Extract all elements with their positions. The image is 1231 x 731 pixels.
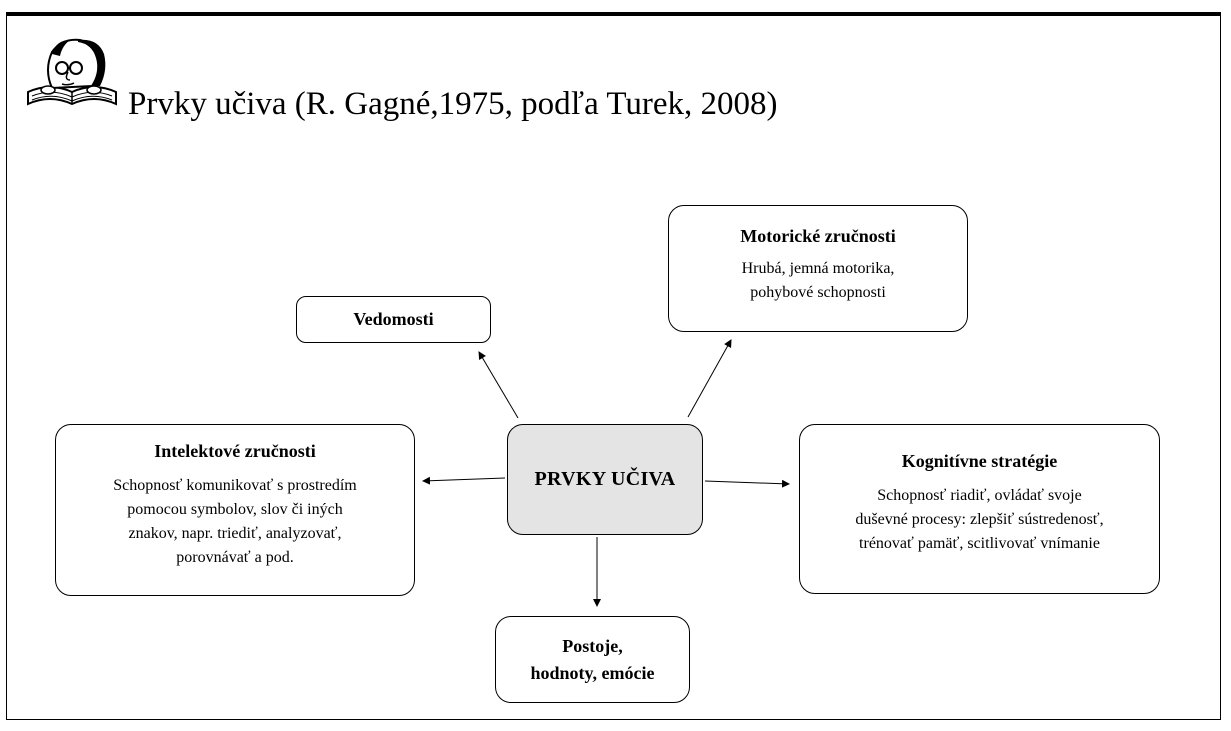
intelektove-text: Schopnosť komunikovať s prostredím pomoc…	[56, 474, 414, 570]
center-node: PRVKY UČIVA	[507, 424, 703, 535]
intelektove-text-line: pomocou symbolov, slov či iných	[127, 501, 343, 518]
postoje-title-line: hodnoty, emócie	[530, 662, 655, 683]
postoje-node: Postoje, hodnoty, emócie	[495, 616, 690, 703]
page-title: Prvky učiva (R. Gagné,1975, podľa Turek,…	[128, 86, 778, 122]
motoricke-text: Hrubá, jemná motorika, pohybové schopnos…	[669, 257, 967, 305]
reading-man-icon	[27, 38, 117, 106]
postoje-title: Postoje, hodnoty, emócie	[531, 633, 655, 687]
motoricke-title: Motorické zručnosti	[740, 226, 896, 246]
edge-to-vedomosti	[478, 351, 519, 419]
kognitivne-text-line: trénovať pamäť, scitlivovať vnímanie	[859, 535, 1100, 552]
kognitivne-node: Kognitívne stratégie Schopnosť riadiť, o…	[799, 424, 1160, 594]
intelektove-text-line: znakov, napr. triediť, analyzovať,	[128, 525, 342, 542]
vedomosti-node: Vedomosti	[296, 296, 491, 343]
edge-to-motoricke	[687, 339, 732, 418]
intelektove-title: Intelektové zručnosti	[154, 441, 316, 461]
intelektove-text-line: Schopnosť komunikovať s prostredím	[113, 477, 357, 494]
motoricke-text-line: Hrubá, jemná motorika,	[741, 260, 895, 277]
edge-to-intelektove	[422, 476, 506, 485]
edge-to-kognitivne	[704, 479, 790, 488]
intelektove-text-line: porovnávať a pod.	[176, 549, 294, 566]
center-node-title: PRVKY UČIVA	[534, 468, 676, 490]
intelektove-node: Intelektové zručnosti Schopnosť komuniko…	[55, 424, 415, 596]
page-frame	[6, 12, 1221, 720]
kognitivne-title: Kognitívne stratégie	[901, 451, 1058, 471]
kognitivne-text-line: duševné procesy: zlepšiť sústredenosť,	[855, 511, 1104, 528]
kognitivne-text-line: Schopnosť riadiť, ovládať svoje	[877, 487, 1082, 504]
vedomosti-title: Vedomosti	[353, 309, 434, 329]
motoricke-node: Motorické zručnosti Hrubá, jemná motorik…	[668, 205, 968, 332]
motoricke-text-line: pohybové schopnosti	[750, 284, 886, 301]
postoje-title-line: Postoje,	[562, 635, 623, 656]
kognitivne-text: Schopnosť riadiť, ovládať svoje duševné …	[800, 484, 1159, 556]
